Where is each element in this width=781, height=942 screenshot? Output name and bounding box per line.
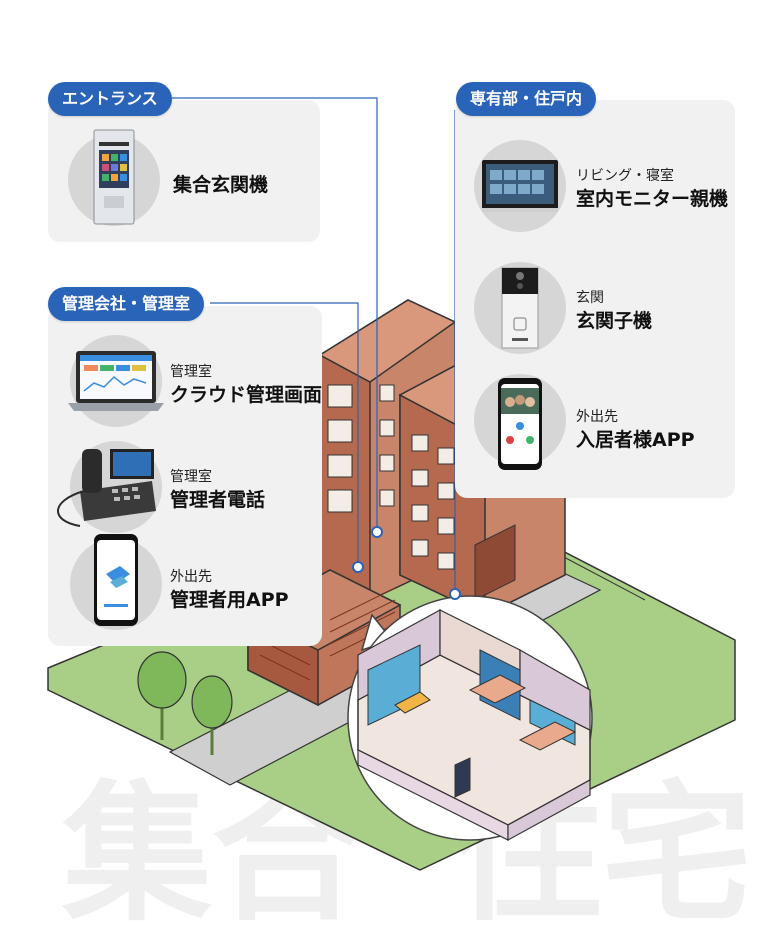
management-item-2-sub: 管理室 bbox=[170, 469, 212, 485]
residence-item-3-circle bbox=[474, 374, 566, 470]
lobby-door-station-icon bbox=[93, 129, 135, 225]
residence-item-2-main: 玄関子機 bbox=[576, 310, 653, 332]
residence-section-title: 専有部・住戸内 bbox=[456, 82, 597, 116]
entrance-item-1-circle bbox=[68, 129, 160, 226]
smartphone-video-call-icon bbox=[498, 378, 542, 470]
entrance-section-title: エントランス bbox=[48, 82, 172, 116]
laptop-icon bbox=[68, 351, 164, 411]
management-item-1-circle bbox=[68, 335, 164, 427]
management-item-1-main: クラウド管理画面 bbox=[170, 384, 323, 406]
management-item-3-main: 管理者用APP bbox=[170, 589, 289, 611]
management-item-3-sub: 外出先 bbox=[170, 569, 212, 585]
management-item-1-sub: 管理室 bbox=[170, 364, 212, 380]
residence-item-2-sub: 玄関 bbox=[576, 290, 604, 306]
residence-item-3-sub: 外出先 bbox=[576, 409, 618, 425]
residence-item-3-main: 入居者様APP bbox=[576, 429, 695, 451]
entrance-item-1-main: 集合玄関機 bbox=[173, 174, 269, 196]
desk-video-phone-icon bbox=[57, 449, 156, 527]
management-item-2-main: 管理者電話 bbox=[170, 489, 266, 511]
door-station-icon bbox=[501, 267, 539, 349]
tree-left bbox=[137, 651, 233, 755]
indoor-monitor-icon bbox=[482, 160, 558, 212]
residence-item-1-main: 室内モニター親機 bbox=[576, 188, 729, 210]
residence-item-1-circle bbox=[474, 140, 566, 232]
residence-item-2-circle bbox=[474, 262, 566, 354]
management-section-title: 管理会社・管理室 bbox=[48, 287, 205, 321]
management-item-2-circle bbox=[57, 441, 162, 533]
management-item-3-circle bbox=[70, 534, 162, 630]
smartphone-app-icon bbox=[94, 534, 138, 626]
residence-item-1-sub: リビング・寝室 bbox=[576, 168, 674, 184]
